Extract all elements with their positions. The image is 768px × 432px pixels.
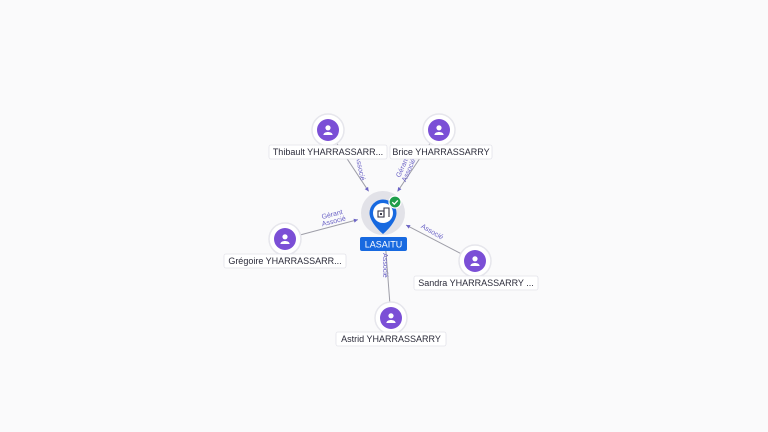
check-badge-icon bbox=[388, 195, 402, 209]
edge-4: Associé bbox=[405, 223, 462, 255]
arrow-icon bbox=[364, 186, 369, 192]
person-name: Thibault YHARRASSARR... bbox=[273, 147, 383, 157]
person-icon bbox=[323, 125, 333, 135]
person-name: Astrid YHARRASSARRY bbox=[341, 334, 441, 344]
arrow-icon bbox=[397, 187, 402, 192]
company-label-box bbox=[360, 237, 407, 251]
person-name: Grégoire YHARRASSARR... bbox=[228, 256, 341, 266]
person-icon bbox=[280, 234, 290, 244]
person-node[interactable]: Brice YHARRASSARRY bbox=[389, 113, 493, 160]
person-icon bbox=[434, 125, 444, 135]
building-icon bbox=[377, 207, 390, 218]
person-node[interactable]: Grégoire YHARRASSARR... bbox=[223, 222, 347, 269]
person-label-box bbox=[389, 144, 493, 160]
edge-line bbox=[300, 219, 358, 236]
person-name: Sandra YHARRASSARRY ... bbox=[418, 278, 534, 288]
person-name: Brice YHARRASSARRY bbox=[392, 147, 489, 157]
edge-3: GérantAssocié bbox=[300, 209, 358, 236]
arrow-icon bbox=[353, 218, 358, 223]
edge-line bbox=[405, 224, 462, 255]
person-label-box bbox=[413, 275, 539, 291]
people-layer: Thibault YHARRASSARR... Brice YHARRASSARR… bbox=[223, 113, 539, 347]
company-name: LASAITU bbox=[365, 240, 403, 250]
relation-label: Associé bbox=[354, 156, 366, 182]
relation-label: GérantAssocié bbox=[320, 209, 347, 229]
relation-label: Associé bbox=[381, 253, 388, 278]
person-icon bbox=[470, 256, 480, 266]
person-node[interactable]: Sandra YHARRASSARRY ... bbox=[413, 244, 539, 291]
person-icon bbox=[386, 313, 396, 323]
arrow-icon bbox=[406, 225, 411, 229]
person-node[interactable]: Astrid YHARRASSARRY bbox=[335, 301, 447, 347]
company-node[interactable]: LASAITU bbox=[360, 191, 407, 251]
person-label-box bbox=[223, 253, 347, 269]
person-label-box bbox=[335, 331, 447, 347]
person-label-box bbox=[268, 144, 388, 160]
person-node[interactable]: Thibault YHARRASSARR... bbox=[268, 113, 388, 160]
